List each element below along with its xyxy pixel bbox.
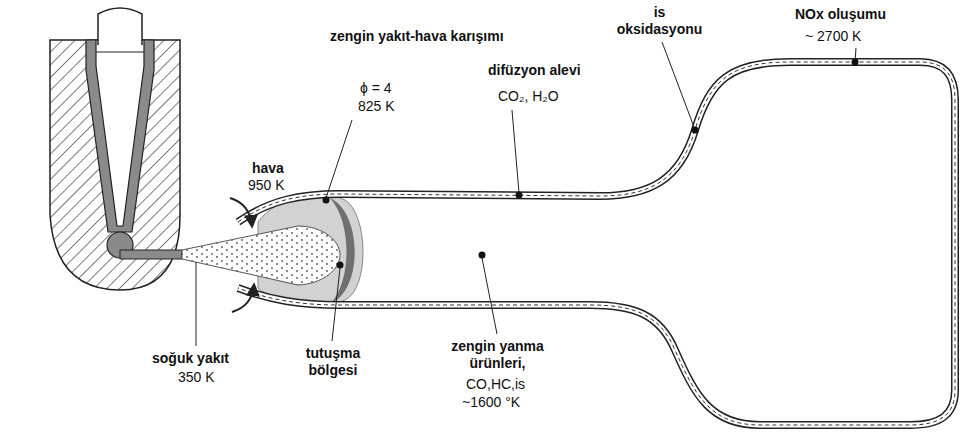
zone-label: soğuk yakıt [152, 350, 229, 367]
fuel-spray [182, 226, 340, 285]
equivalence-ratio: ϕ = 4 [360, 80, 392, 97]
temperature-value: 825 K [358, 98, 395, 115]
diffusion-flame [238, 62, 955, 425]
zone-label: hava [252, 160, 284, 177]
species-label: CO,HC,is [466, 376, 525, 393]
species-label: CO₂, H₂O [498, 88, 559, 105]
injector-needle [96, 40, 144, 226]
nozzle-hole [120, 250, 182, 259]
temperature-value: 950 K [248, 177, 285, 194]
air-arrow [230, 198, 252, 226]
zone-label: zengin yanma ürünleri, [440, 338, 555, 372]
marker-dots [323, 59, 859, 269]
injector-cavity [86, 40, 154, 232]
leader-lines [196, 42, 856, 346]
air-arrow [232, 285, 254, 312]
zone-label: tutuşma bölgesi [292, 345, 374, 379]
temperature-value: ~ 2700 K [805, 28, 861, 45]
zone-label: NOx oluşumu [795, 6, 886, 23]
temperature-value: 350 K [178, 369, 215, 386]
zone-label: difüzyon alevi [488, 62, 581, 79]
needle-top [98, 8, 142, 45]
zone-label: is oksidasyonu [612, 4, 707, 38]
zone-label: zengin yakıt-hava karışımı [330, 28, 504, 45]
temperature-value: ~1600 °K [462, 394, 520, 411]
